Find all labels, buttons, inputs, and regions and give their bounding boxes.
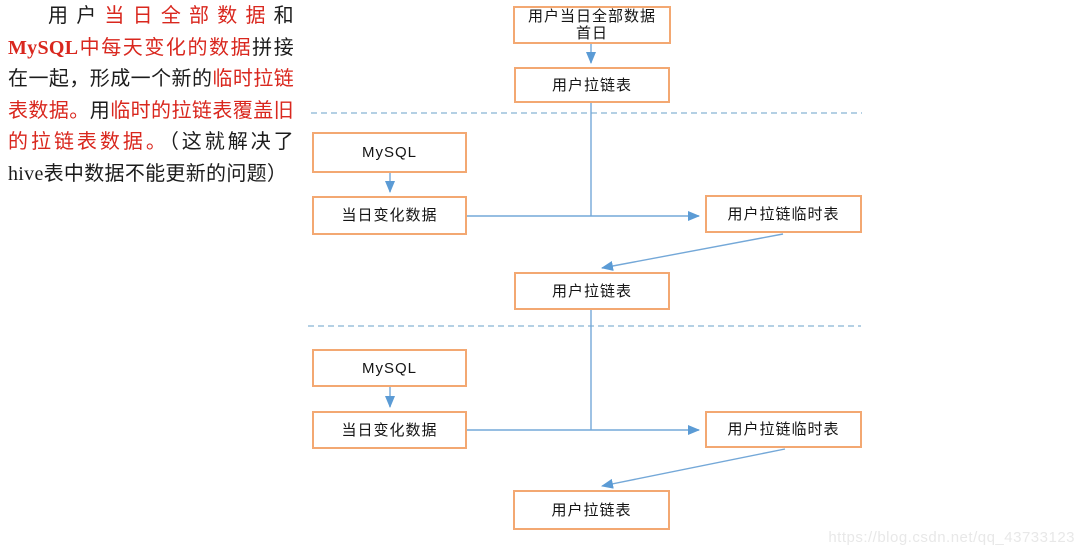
note-segment: 拼接在一起，形成一个新的 <box>8 36 294 91</box>
note-segment: MySQL <box>8 36 79 59</box>
note-segment: 临时的拉链表覆盖旧的拉链表数据。 <box>8 99 294 154</box>
node-user-zipper-temp-table-2: 用户拉链临时表 <box>705 411 862 448</box>
node-daily-change-data-2: 当日变化数据 <box>312 411 467 449</box>
node-user-zipper-table-3: 用户拉链表 <box>513 490 670 530</box>
node-daily-change-data-1: 当日变化数据 <box>312 196 467 235</box>
node-label: 用户拉链表 <box>551 76 632 94</box>
node-label: MySQL <box>361 359 417 377</box>
note-segment: 用户 <box>48 5 105 27</box>
node-label: 当日变化数据 <box>341 207 438 224</box>
arrow-temp2-to-zipper3 <box>601 448 786 489</box>
watermark: https://blog.csdn.net/qq_43733123 <box>828 529 1075 546</box>
node-user-zipper-table-1: 用户拉链表 <box>514 67 670 103</box>
note-paragraph: 用户当日全部数据和 MySQL中每天变化的数据拼接在一起，形成一个新的临时拉链表数… <box>8 1 294 190</box>
node-user-zipper-table-2: 用户拉链表 <box>514 272 670 310</box>
node-label: 用户拉链临时表 <box>727 421 840 438</box>
node-label: 用户拉链表 <box>551 282 632 300</box>
node-mysql-1: MySQL <box>312 132 467 173</box>
node-user-zipper-temp-table-1: 用户拉链临时表 <box>705 195 862 233</box>
note-segment: （这就解决了hive表中数据不能更新的问题） <box>8 131 294 185</box>
arrow-temp1-to-zipper2 <box>601 233 784 271</box>
node-label: 首日 <box>575 25 608 42</box>
node-label: 用户当日全部数据 <box>527 8 656 25</box>
note-segment: 中每天变化的数据 <box>78 36 253 59</box>
node-label: 用户拉链临时表 <box>727 205 840 223</box>
node-label: 当日变化数据 <box>341 421 438 439</box>
node-label: 用户拉链表 <box>551 501 632 519</box>
note-segment: 和 <box>273 5 294 27</box>
note-segment: 用 <box>89 99 111 122</box>
note-segment: 当日全部数据 <box>104 5 274 27</box>
node-user-full-data-day1: 用户当日全部数据 首日 <box>513 6 671 44</box>
node-mysql-2: MySQL <box>312 349 467 387</box>
note-segment: 临时拉链表数据。 <box>8 68 295 122</box>
node-label: MySQL <box>361 144 417 161</box>
